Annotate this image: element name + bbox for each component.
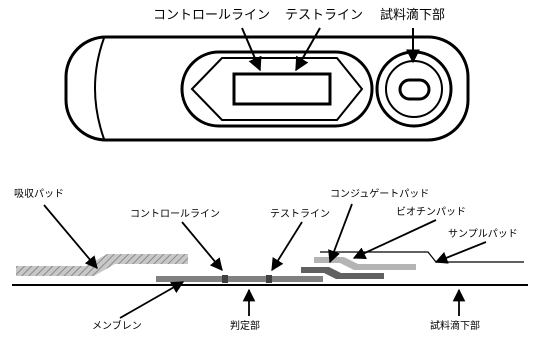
label-membrane: メンブレン bbox=[92, 321, 142, 332]
biotin-pad-arrow bbox=[352, 219, 437, 259]
test-line-arrow bbox=[295, 27, 321, 72]
top-arrows bbox=[241, 27, 420, 72]
result-window-outer bbox=[180, 50, 374, 128]
label-judgement-area: 判定部 bbox=[230, 321, 260, 332]
cross-section-arrows bbox=[43, 203, 487, 319]
sample-well-outer bbox=[375, 50, 453, 128]
label-sample-drop: 試料滴下部 bbox=[430, 321, 480, 332]
top-label-test-line: テストライン bbox=[285, 8, 364, 23]
top-label-control-line: コントロールライン bbox=[153, 8, 271, 23]
cassette-top-view bbox=[64, 35, 470, 142]
label-conjugate-pad: コンジュゲートパッド bbox=[330, 189, 430, 200]
control-line-arrow bbox=[241, 27, 262, 72]
membrane-arrow bbox=[119, 281, 185, 319]
membrane bbox=[156, 276, 323, 282]
sample-well-hole bbox=[398, 78, 431, 101]
label-biotin-pad: ビオチンパッド bbox=[396, 207, 466, 218]
test-line-arrow-2 bbox=[271, 221, 303, 272]
sample-pad bbox=[320, 251, 524, 263]
cassette-grip-line bbox=[94, 37, 105, 140]
absorbent-pad bbox=[16, 254, 188, 276]
label-control-line: コントロールライン bbox=[130, 209, 220, 220]
sample-well-ring bbox=[385, 60, 443, 118]
sample-pad-arrow bbox=[434, 241, 487, 264]
control-line-arrow-2 bbox=[181, 221, 223, 271]
test-line-mark bbox=[266, 275, 272, 283]
label-test-line: テストライン bbox=[270, 209, 330, 220]
absorbent-pad-arrow bbox=[43, 204, 98, 269]
conjugate-pad bbox=[301, 267, 384, 279]
control-line-mark bbox=[222, 275, 228, 283]
result-window bbox=[232, 72, 332, 106]
cassette-body bbox=[64, 35, 470, 142]
result-window-inner bbox=[190, 57, 364, 121]
conjugate-pad-arrow bbox=[328, 203, 353, 264]
top-label-sample-drop: 試料滴下部 bbox=[380, 8, 446, 23]
label-absorbent-pad: 吸収パッド bbox=[14, 189, 64, 200]
label-sample-pad: サンプルパッド bbox=[448, 229, 518, 240]
